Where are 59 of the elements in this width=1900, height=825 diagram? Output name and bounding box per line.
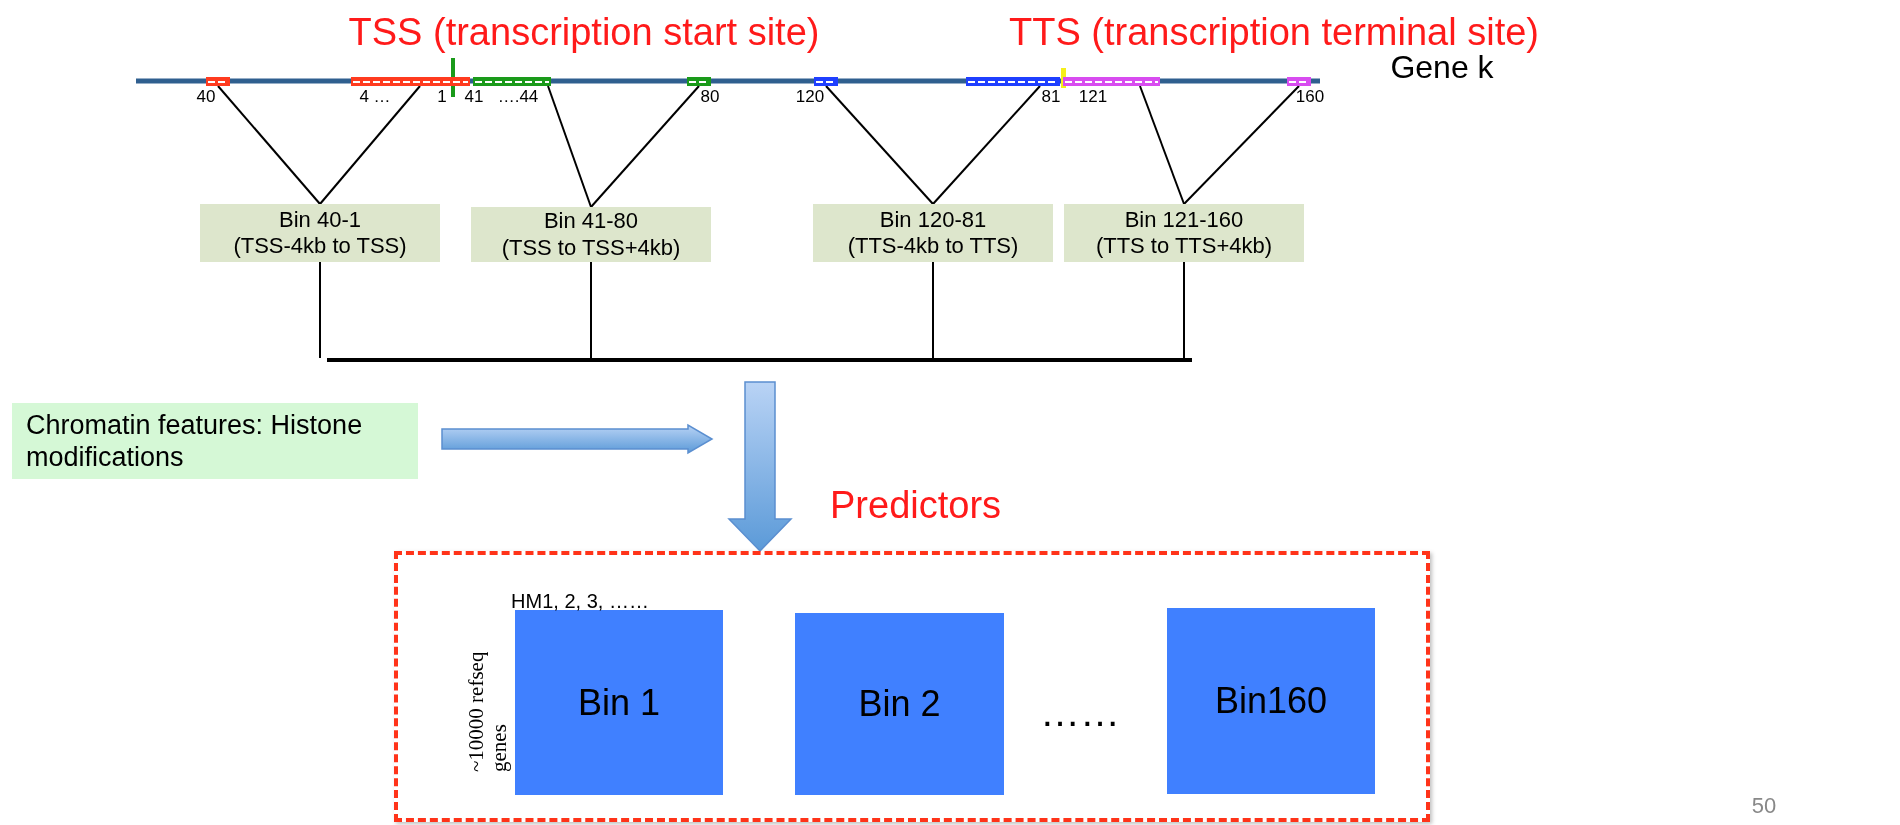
- connector-line: [590, 85, 700, 208]
- box-title: Bin 40-1: [279, 206, 361, 233]
- site-label: TSS (transcription start site): [348, 12, 820, 54]
- bracket-bar: [327, 358, 1192, 362]
- bracket-line: [590, 261, 592, 359]
- bin-number: 40: [196, 88, 216, 107]
- box-title: Bin 121-160: [1124, 206, 1244, 233]
- box-title: Chromatin features: Histone modifications: [26, 408, 364, 474]
- segment-box: [473, 77, 551, 86]
- bracket-line: [932, 261, 934, 359]
- bracket-line: [319, 261, 321, 359]
- bin-number: 121: [1078, 88, 1108, 107]
- bin-box: [471, 207, 711, 262]
- bin-number: 81: [1041, 88, 1061, 107]
- page-number: 50: [1751, 794, 1777, 819]
- segment-box: [206, 77, 230, 86]
- connector-line: [217, 85, 321, 205]
- bracket-line: [1183, 261, 1185, 359]
- box-title: Bin 2: [858, 682, 941, 726]
- box-title: Bin160: [1214, 679, 1328, 723]
- box-subtitle: (TTS-4kb to TTS): [847, 233, 1019, 260]
- bin-box: [200, 204, 440, 262]
- box-title: Bin 41-80: [543, 208, 639, 235]
- connector-line: [1183, 85, 1300, 205]
- connector-line: [547, 85, 592, 208]
- bin-number: 41: [464, 88, 484, 107]
- box-title: Bin 1: [577, 680, 661, 725]
- bin-number: 120: [795, 88, 825, 107]
- bin-matrix: [795, 613, 1004, 795]
- bin-number: 160: [1295, 88, 1325, 107]
- row-header: ~10000 refseq genes: [464, 650, 512, 772]
- bin-matrix: [1167, 608, 1375, 794]
- connector-line: [1139, 85, 1185, 205]
- connector-line: [932, 85, 1041, 205]
- segment-box: [1287, 77, 1311, 86]
- column-header: HM1, 2, 3, ……: [511, 590, 649, 612]
- connector-line: [319, 85, 421, 205]
- bin-matrix: [515, 610, 723, 795]
- feature-box: [12, 403, 418, 479]
- bin-number: 80: [700, 88, 720, 107]
- bin-number: ….44: [497, 88, 539, 107]
- box-title: Bin 120-81: [879, 206, 987, 233]
- segment-box: [687, 77, 711, 86]
- segment-box: [1063, 77, 1160, 86]
- section-heading: Predictors: [830, 485, 1002, 527]
- bin-number: 1: [437, 88, 447, 107]
- ellipsis: ……: [1040, 690, 1120, 734]
- block-arrow: [441, 423, 714, 455]
- segment-box: [966, 77, 1060, 86]
- box-subtitle: (TTS to TTS+4kb): [1095, 233, 1273, 260]
- bin-box: [813, 204, 1053, 262]
- block-arrow: [727, 381, 793, 553]
- connector-line: [825, 85, 934, 205]
- box-subtitle: (TSS to TSS+4kb): [501, 234, 681, 261]
- bin-box: [1064, 204, 1304, 262]
- segment-box: [351, 77, 470, 86]
- box-subtitle: (TSS-4kb to TSS): [233, 233, 407, 260]
- bin-number: 4 …: [359, 88, 391, 107]
- segment-box: [814, 77, 838, 86]
